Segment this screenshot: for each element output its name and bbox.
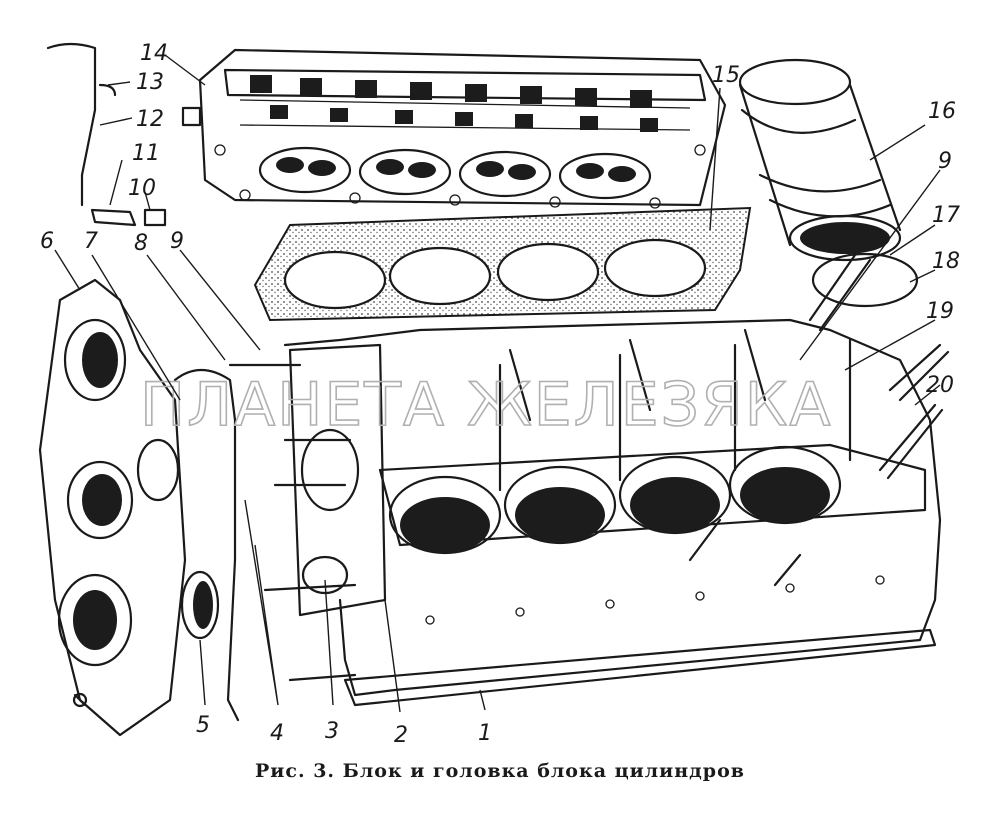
- seal-ring: [811, 252, 919, 308]
- callout-18: 18: [932, 249, 960, 274]
- cylinder-head-studs: [228, 253, 950, 682]
- oil-seal: [180, 570, 220, 640]
- callout-7: 7: [84, 229, 98, 254]
- leader-lines: [54, 54, 941, 713]
- engine-block-diagram: ПЛАНЕТА ЖЕЛЕЗЯКА 14 13 12 11 10 15 16 9 …: [38, 41, 960, 748]
- callout-5: 5: [196, 713, 210, 738]
- callout-17: 17: [932, 203, 960, 228]
- callout-15: 15: [712, 63, 740, 88]
- watermark: ПЛАНЕТА ЖЕЛЕЗЯКА: [140, 370, 832, 440]
- callout-12: 12: [136, 107, 164, 132]
- callout-8: 8: [134, 231, 148, 256]
- callout-20: 20: [926, 373, 954, 398]
- head-gasket: [253, 206, 752, 322]
- callout-9-liner: 9: [938, 149, 952, 174]
- callout-19: 19: [926, 299, 954, 324]
- callout-16: 16: [928, 99, 956, 124]
- callout-4: 4: [270, 721, 284, 746]
- callout-6: 6: [40, 229, 54, 254]
- callout-3: 3: [325, 719, 339, 744]
- callout-9: 9: [170, 229, 184, 254]
- callout-14: 14: [140, 41, 168, 66]
- cylinder-head: [181, 48, 727, 209]
- callout-1: 1: [478, 721, 492, 746]
- callout-13: 13: [136, 70, 164, 95]
- oil-pipe-assembly: [46, 42, 167, 227]
- cylinder-liner: [738, 58, 902, 262]
- callout-11: 11: [132, 141, 160, 166]
- callout-numbers: 14 13 12 11 10 15 16 9 17 18 6 7 8 9 19 …: [40, 41, 960, 748]
- callout-2: 2: [394, 723, 408, 748]
- callout-10: 10: [128, 176, 156, 201]
- front-cover-gasket: [173, 368, 240, 722]
- figure-caption: Рис. 3. Блок и головка блока цилиндров: [255, 760, 745, 782]
- timing-case-cover: [38, 278, 187, 737]
